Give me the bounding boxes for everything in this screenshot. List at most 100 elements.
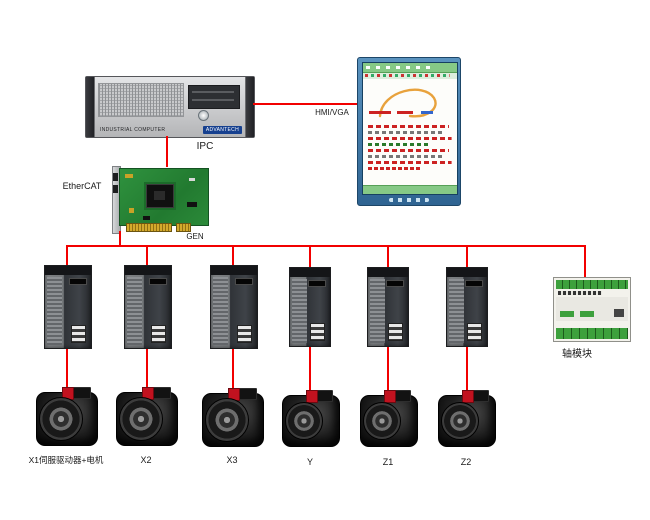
- drive-top-cover: [45, 266, 91, 275]
- motor-power-connector: [384, 390, 396, 403]
- hmi-toolbar: [363, 73, 457, 79]
- servo-drive-z2: [446, 267, 488, 347]
- motor-flange: [119, 397, 163, 441]
- drive-heatsink: [370, 279, 385, 343]
- ipc-power-button: [198, 110, 209, 121]
- axis-label-x1: X1伺服驱动器+电机: [28, 455, 104, 465]
- axis-label-z2: Z2: [460, 457, 472, 467]
- drive-connectors: [151, 325, 166, 343]
- servo-motor-x3: [202, 388, 264, 447]
- axis-label-x2: X2: [140, 455, 152, 465]
- wire-bus-to-axis-module: [584, 245, 586, 278]
- drive-heatsink: [127, 277, 142, 345]
- axis-module-bottom-terminals: [556, 328, 628, 339]
- wire-drive-to-motor-x3: [232, 347, 234, 390]
- motor-flange: [285, 402, 323, 440]
- servo-drive-z1: [367, 267, 409, 347]
- ethercat-port-icon: [113, 185, 118, 193]
- drive-connectors: [237, 325, 252, 343]
- axis-module-top-terminals: [556, 280, 628, 289]
- monitor-buttons: [389, 198, 429, 202]
- servo-drive-y: [289, 267, 331, 347]
- drive-connectors: [388, 323, 403, 341]
- wire-card-to-bus: [119, 231, 121, 247]
- card-main-chip: [146, 184, 174, 208]
- drive-connectors: [71, 325, 86, 343]
- industrial-pc: INDUSTRIAL COMPUTER ADVANTECH: [85, 76, 255, 138]
- drive-heatsink: [449, 279, 464, 343]
- servo-motor-x2: [116, 387, 178, 446]
- wire-drive-to-motor-x2: [146, 347, 148, 389]
- drive-connectors: [310, 323, 325, 341]
- axis-label-x3: X3: [226, 455, 238, 465]
- servo-drive-x1: [44, 265, 92, 349]
- wire-bus-to-drive-x1: [66, 245, 68, 266]
- wire-bus-to-drive-x3: [232, 245, 234, 266]
- hmi-data-rows: [366, 123, 454, 184]
- drive-top-cover: [211, 266, 257, 275]
- ethercat-master-card: [112, 166, 209, 234]
- drive-display: [235, 278, 253, 285]
- ipc-panel-text: INDUSTRIAL COMPUTER: [100, 127, 166, 133]
- card-name-label: GEN: [186, 232, 204, 241]
- wire-drive-to-motor-z1: [387, 345, 389, 392]
- wire-bus-to-drive-x2: [146, 245, 148, 266]
- drive-heatsink: [213, 277, 228, 345]
- motor-flange: [205, 398, 249, 442]
- wire-ipc-to-card: [166, 136, 168, 167]
- servo-motor-z1: [360, 390, 418, 447]
- wire-bus-to-drive-y: [309, 245, 311, 268]
- drive-top-cover: [447, 268, 487, 277]
- ipc-brand-logo: ADVANTECH: [202, 126, 242, 134]
- card-edge-connector-short: [176, 223, 191, 232]
- wire-drive-to-motor-x1: [66, 347, 68, 389]
- ethercat-label: EtherCAT: [62, 181, 102, 191]
- hmi-position-readout: [369, 111, 449, 119]
- ipc-rack-ear-right: [245, 77, 254, 137]
- axis-io-module: [553, 277, 631, 342]
- ethercat-bus: [66, 245, 586, 247]
- drive-top-cover: [125, 266, 171, 275]
- hmi-connection-label: HMI/VGA: [315, 108, 349, 117]
- ipc-rack-ear-left: [86, 77, 95, 137]
- hmi-footer-bar: [363, 185, 457, 194]
- hmi-monitor: [357, 57, 461, 206]
- drive-display: [149, 278, 167, 285]
- servo-motor-z2: [438, 390, 496, 447]
- wire-bus-to-drive-z1: [387, 245, 389, 268]
- motor-flange: [363, 402, 401, 440]
- axis-label-y: Y: [306, 457, 313, 467]
- ethercat-port-icon: [113, 173, 118, 181]
- ipc-label: IPC: [196, 141, 214, 152]
- wire-drive-to-motor-y: [309, 345, 311, 392]
- card-edge-connector: [126, 223, 172, 232]
- hmi-header-bar: [363, 63, 457, 73]
- axis-label-z1: Z1: [382, 457, 394, 467]
- ipc-drive-bay: [188, 85, 240, 109]
- motor-power-connector: [462, 390, 474, 403]
- axis-module-status-leds: [558, 291, 602, 295]
- drive-display: [386, 280, 404, 287]
- drive-heatsink: [292, 279, 307, 343]
- servo-motor-x1: [36, 387, 98, 446]
- motor-flange: [39, 397, 83, 441]
- drive-display: [69, 278, 87, 285]
- drive-heatsink: [47, 277, 62, 345]
- motor-power-connector: [306, 390, 318, 403]
- drive-top-cover: [368, 268, 408, 277]
- servo-drive-x3: [210, 265, 258, 349]
- wire-drive-to-motor-z2: [466, 345, 468, 392]
- drive-top-cover: [290, 268, 330, 277]
- axis-module-body: [556, 297, 628, 321]
- servo-drive-x2: [124, 265, 172, 349]
- drive-connectors: [467, 323, 482, 341]
- motor-flange: [441, 402, 479, 440]
- axis-module-label: 轴模块: [562, 349, 592, 360]
- hmi-screen: [362, 62, 458, 195]
- wire-ipc-to-hmi: [253, 103, 357, 105]
- ipc-vent-grille: [98, 83, 184, 117]
- drive-display: [465, 280, 483, 287]
- servo-motor-y: [282, 390, 340, 447]
- drive-display: [308, 280, 326, 287]
